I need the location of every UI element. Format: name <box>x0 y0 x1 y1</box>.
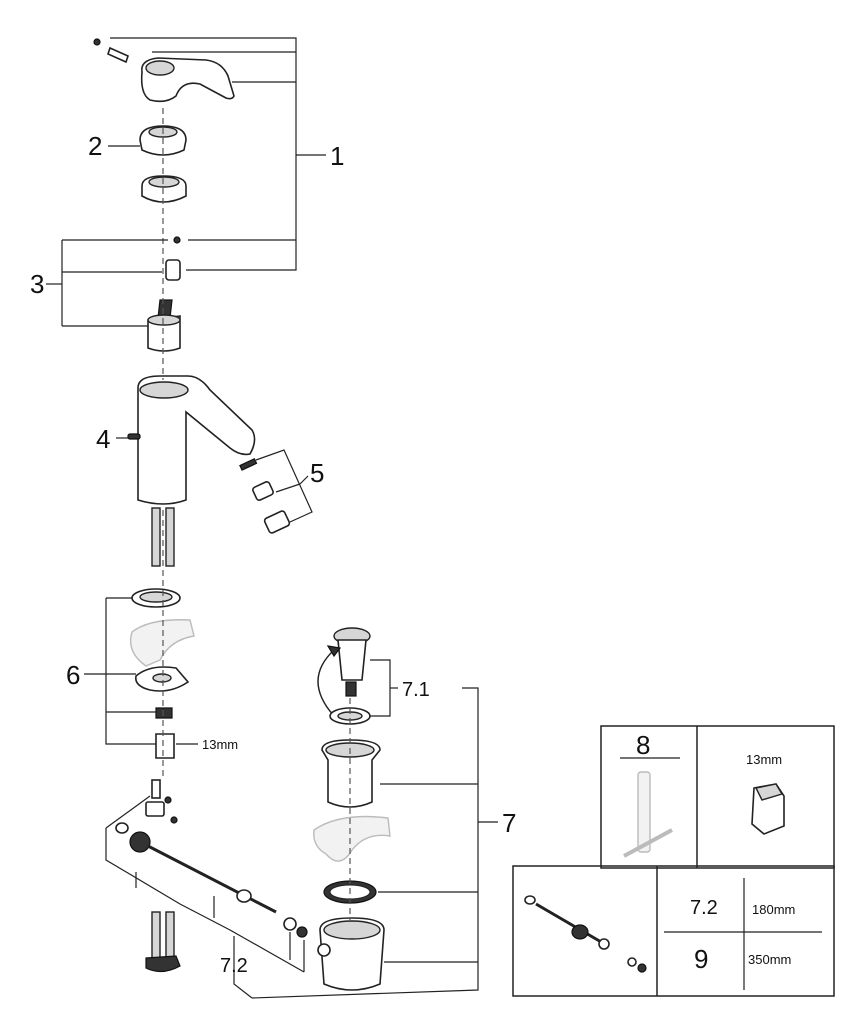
row1-length: 180mm <box>752 902 795 917</box>
mounting-nut <box>155 707 173 719</box>
row1-part: 7.2 <box>690 897 718 919</box>
retaining-nut-top <box>148 176 180 188</box>
handle-screw-head <box>93 38 101 46</box>
cartridge-top <box>147 314 181 326</box>
row2-part: 9 <box>694 944 708 974</box>
pivot-rod-ball <box>236 889 252 903</box>
drain-body-top <box>323 920 381 940</box>
label-part-1: 1 <box>330 141 344 171</box>
cartridge-screw <box>173 236 181 244</box>
faucet-body-top <box>139 381 189 399</box>
clamp-screw-b <box>170 816 178 824</box>
cartridge-adapter <box>165 259 181 281</box>
label-part-3: 3 <box>30 269 44 299</box>
drain-plug-rod <box>345 681 357 697</box>
hex-socket-icon <box>751 783 785 835</box>
label-part-7: 7 <box>502 808 516 838</box>
label-part-4: 4 <box>96 424 110 454</box>
faucet-body <box>137 375 256 505</box>
handle-grub-screw <box>107 46 129 64</box>
pop-up-rod-stub <box>127 433 141 440</box>
inset-part-8: 8 <box>636 730 650 760</box>
stabilizer-plate-ghost <box>129 619 195 667</box>
rotate-arrow <box>317 649 335 717</box>
inset-size: 13mm <box>746 752 782 767</box>
mounting-group <box>129 588 195 759</box>
pivot-rod <box>147 844 277 914</box>
aerator-housing <box>263 510 291 534</box>
label-part-5: 5 <box>310 458 324 488</box>
horseshoe-washer-hole <box>152 673 172 683</box>
label-wrench-13mm: 13mm <box>202 737 238 752</box>
label-part-7-2: 7.2 <box>220 955 248 977</box>
faucet-body-group <box>127 375 291 567</box>
clamp-screw-a <box>164 796 172 804</box>
label-part-6: 6 <box>66 660 80 690</box>
threaded-stud-nut <box>155 733 175 759</box>
mounting-gasket-inner <box>139 591 173 603</box>
clamp-block <box>145 801 165 817</box>
hose-fittings <box>145 955 181 973</box>
pivot-rod-icon <box>524 895 647 973</box>
leader-lines <box>46 37 498 999</box>
cartridge-group <box>147 236 181 352</box>
label-part-2: 2 <box>88 131 102 161</box>
row2-length: 350mm <box>748 952 791 967</box>
basin-ghost <box>313 815 391 862</box>
drain-flange <box>321 739 381 808</box>
pivot-nut-small <box>296 926 308 938</box>
label-part-7-1: 7.1 <box>402 679 430 701</box>
hose-end-right <box>165 911 175 959</box>
wrench-tool-icon <box>623 771 673 858</box>
inset-length-table: 7.2 180mm 9 350mm <box>512 865 835 997</box>
pivot-nut-washer <box>283 917 297 931</box>
linkage-group <box>115 779 308 973</box>
rotate-arrow-head <box>326 645 342 658</box>
drain-body-port <box>317 943 331 957</box>
drain-plug-stem <box>337 639 367 681</box>
lever-handle-group <box>93 38 235 203</box>
supply-hose-left <box>151 507 161 567</box>
inset-tool-box: 8 13mm <box>600 725 835 869</box>
aerator-washer <box>239 458 258 471</box>
supply-hose-right <box>165 507 175 567</box>
pivot-ball-nut <box>115 822 129 834</box>
lever-handle-top <box>145 60 175 76</box>
pivot-ball-seal <box>129 831 151 853</box>
hose-end-left <box>151 911 161 959</box>
drain-group <box>313 627 391 991</box>
aerator-insert <box>252 481 274 501</box>
lift-rod-connector <box>151 779 161 799</box>
